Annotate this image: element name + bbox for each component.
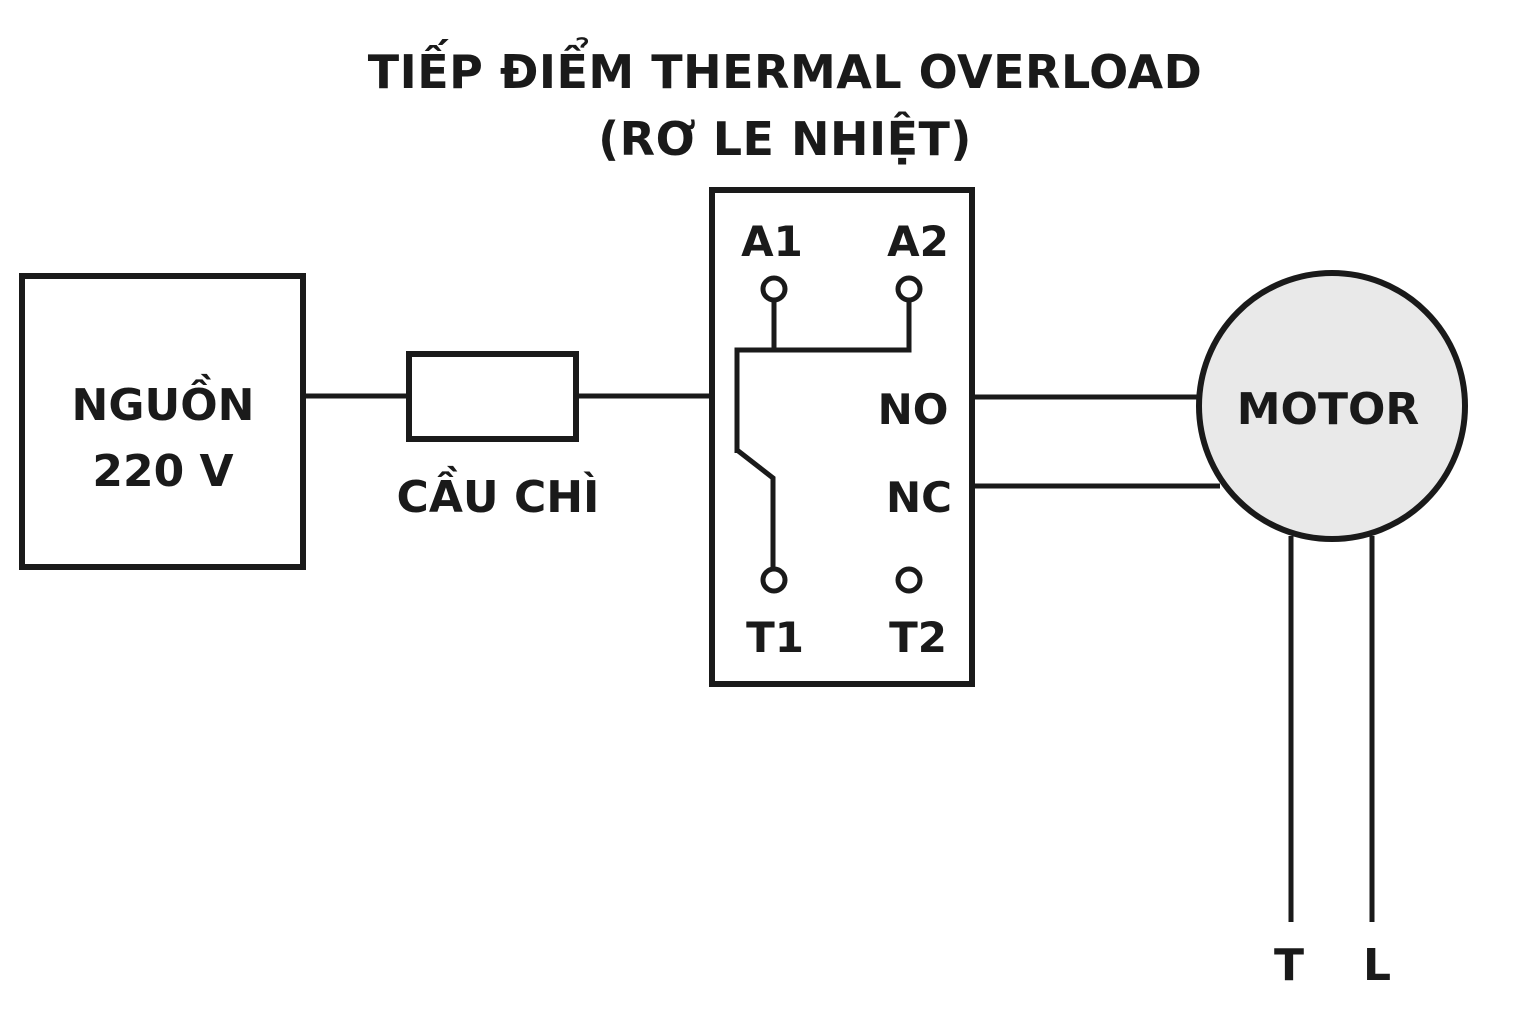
power-source-label: NGUỒN: [72, 373, 255, 431]
pin-label-t2: T2: [889, 613, 947, 662]
motor-label: MOTOR: [1237, 384, 1420, 435]
terminal-t1-icon: [760, 566, 788, 594]
pin-label-nc: NC: [886, 473, 952, 522]
fuse: CẦU CHÌ: [397, 351, 600, 523]
terminal-label-right: L: [1363, 940, 1391, 991]
terminal-a1-icon: [760, 275, 788, 303]
fuse-box: [406, 351, 579, 442]
power-source-voltage: 220 V: [92, 446, 233, 497]
motor: MOTOR: [1196, 270, 1468, 542]
power-source: NGUỒN 220 V: [19, 273, 306, 570]
terminal-a2-icon: [895, 275, 923, 303]
wire-a2-contact: [734, 300, 912, 453]
pin-label-t1: T1: [746, 613, 804, 662]
title-line-2: (RƠ LE NHIỆT): [598, 112, 972, 166]
thermal-relay: A1 A2 NO NC T1 T2: [709, 187, 975, 687]
motor-circle: [1196, 270, 1468, 542]
power-source-box: [19, 273, 306, 570]
pin-label-no: NO: [878, 385, 949, 434]
title-line-1: TIẾP ĐIỂM THERMAL OVERLOAD: [368, 37, 1203, 99]
nc-contact-switch: [735, 448, 776, 570]
pin-label-a1: A1: [741, 217, 803, 266]
fuse-label: CẦU CHÌ: [397, 465, 600, 523]
relay-box: [709, 187, 975, 687]
terminal-t2-icon: [895, 566, 923, 594]
terminal-label-left: T: [1274, 940, 1304, 991]
pin-label-a2: A2: [887, 217, 949, 266]
